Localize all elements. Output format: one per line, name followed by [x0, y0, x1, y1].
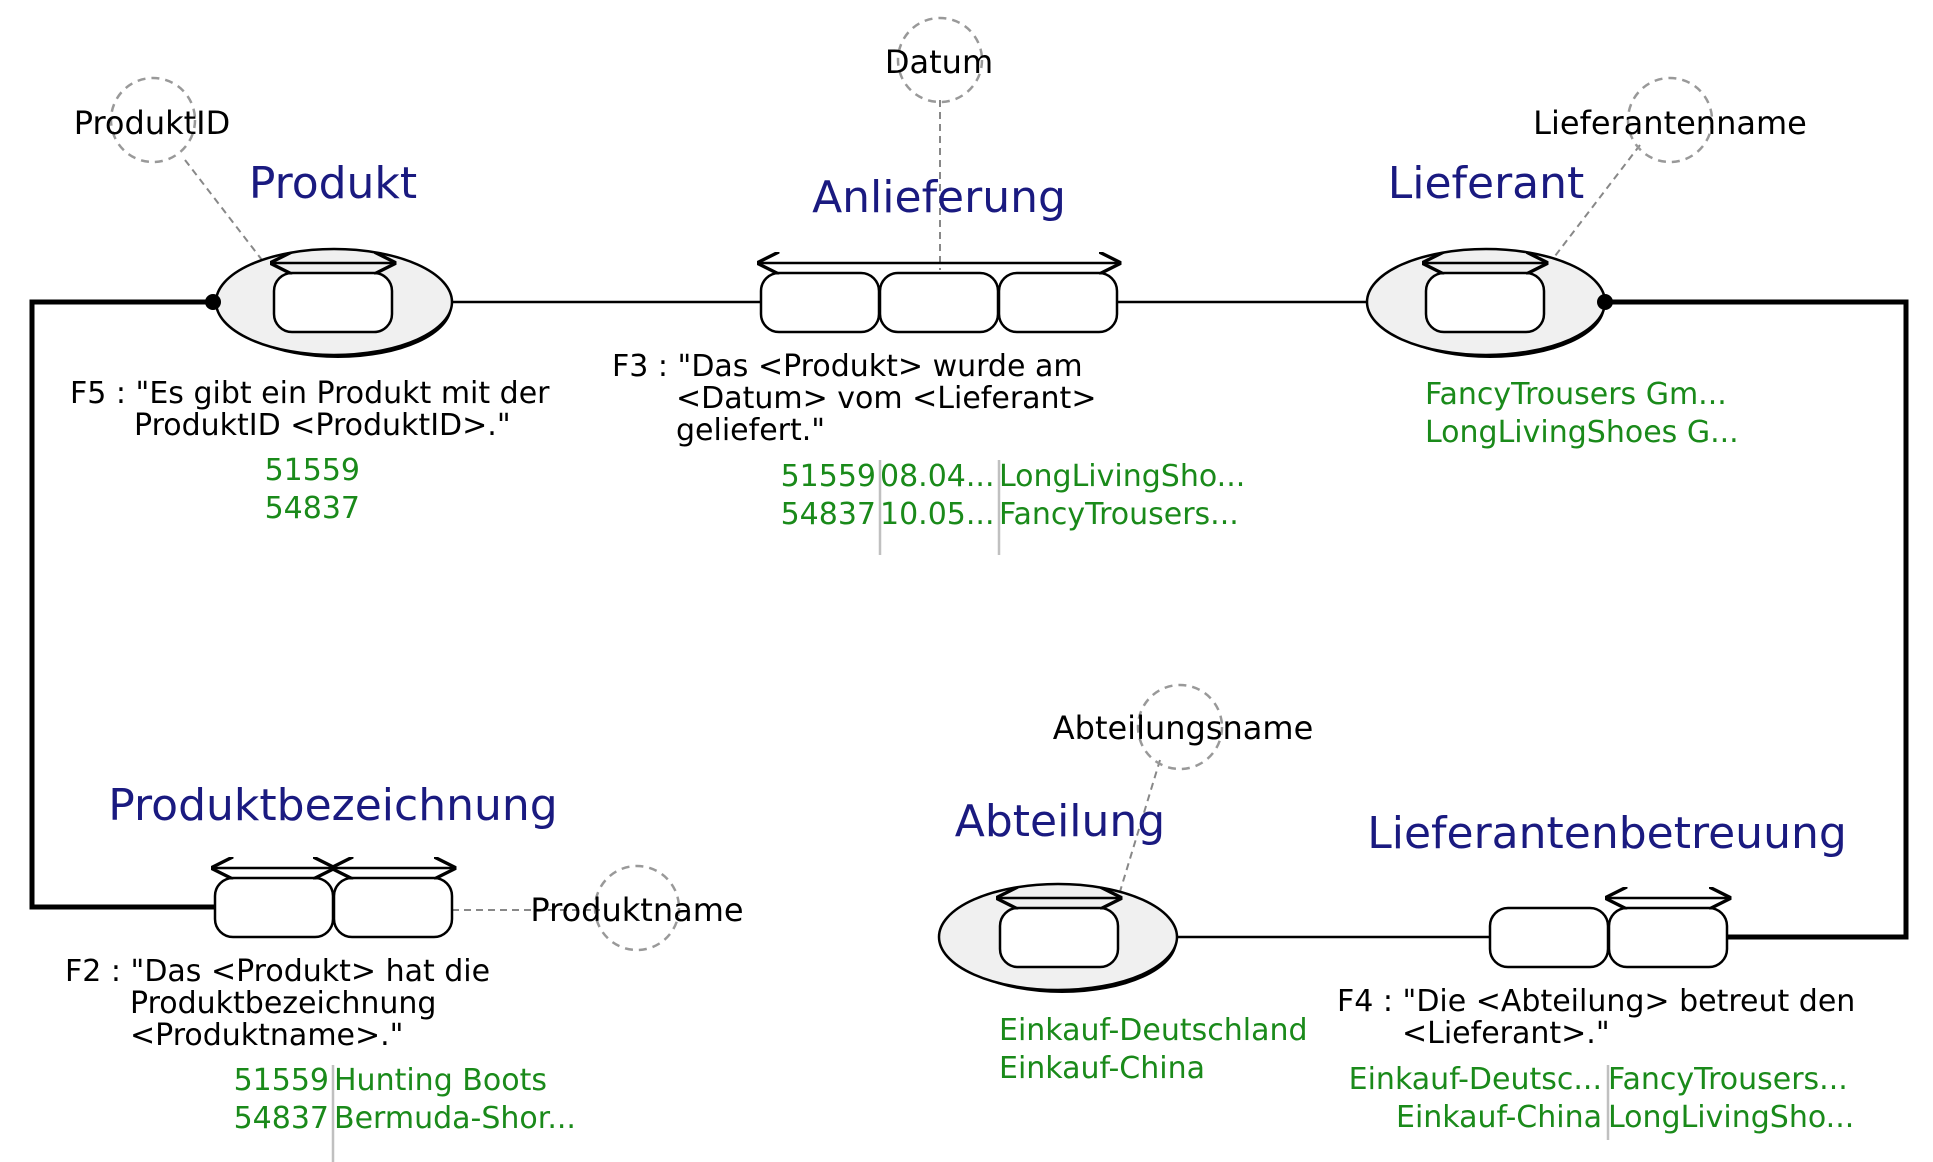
- produktbezeichnung-role-2[interactable]: [332, 876, 454, 939]
- anlieferung-pop-r2-c2: 10.05...: [880, 497, 995, 532]
- produkt-mandatory-dot: [205, 294, 221, 310]
- produktid-value-name: ProduktID: [74, 104, 231, 142]
- datum-value-name: Datum: [885, 43, 993, 81]
- fact-f5-line-1: F5 : "Es gibt ein Produkt mit der: [70, 376, 550, 411]
- lieferantenname-value-name: Lieferantenname: [1533, 104, 1807, 142]
- lieferantenname-value-circle[interactable]: [1626, 76, 1714, 164]
- fact-f2-line-1: F2 : "Das <Produkt> hat die: [65, 954, 490, 989]
- anlieferung-role-3[interactable]: [997, 271, 1119, 334]
- lieferantenbetreuung-pop-r1-c2: FancyTrousers...: [1608, 1062, 1848, 1097]
- anlieferung-pop-r1-c2: 08.04...: [880, 459, 995, 494]
- datum-value-circle[interactable]: [896, 16, 984, 104]
- uniqueness-constraints: [213, 263, 1729, 898]
- abteilung-population-1: Einkauf-Deutschland: [999, 1013, 1308, 1048]
- lieferantenbetreuung-role-1[interactable]: [1488, 906, 1610, 969]
- abteilung-identifier-role[interactable]: [998, 906, 1120, 969]
- anlieferung-pop-r1-c1: 51559: [781, 459, 876, 494]
- fact-f4-line-2: <Lieferant>.": [1402, 1016, 1610, 1051]
- lieferant-population-1: FancyTrousers Gm...: [1425, 377, 1727, 412]
- produktbezeichnung-entity-name: Produktbezeichnung: [108, 780, 557, 831]
- anlieferung-role-1[interactable]: [759, 271, 881, 334]
- produktbezeichnung-pop-r2-c2: Bermuda-Shor...: [334, 1101, 576, 1136]
- produkt-identifier-role[interactable]: [272, 271, 394, 334]
- abteilung-entity-name: Abteilung: [955, 796, 1166, 847]
- lieferantenbetreuung-pop-r2-c1: Einkauf-China: [1396, 1100, 1602, 1135]
- produktid-value-circle[interactable]: [109, 76, 197, 164]
- abteilungsname-value-name: Abteilungsname: [1053, 709, 1314, 747]
- abteilungsname-ref-line: [1114, 759, 1161, 909]
- produkt-entity-name: Produkt: [249, 158, 417, 209]
- fact-f2-line-3: <Produktname>.": [130, 1018, 403, 1053]
- value-types: [109, 16, 1714, 952]
- produkt-population-1: 51559: [265, 453, 360, 488]
- produkt-population-2: 54837: [265, 491, 360, 526]
- lieferant-mandatory-dot: [1597, 294, 1613, 310]
- anlieferung-pop-r1-c3: LongLivingSho...: [999, 459, 1245, 494]
- fact-f5-line-2: ProduktID <ProduktID>.": [134, 408, 511, 443]
- lieferantenbetreuung-pop-r2-c2: LongLivingSho...: [1608, 1100, 1854, 1135]
- produkt-to-produktbezeichnung-line: [29, 299, 215, 910]
- fact-f3-line-1: F3 : "Das <Produkt> wurde am: [612, 349, 1083, 384]
- anlieferung-entity-name: Anlieferung: [812, 172, 1066, 223]
- lieferantenbetreuung-role-2[interactable]: [1607, 906, 1729, 969]
- fact-f4-line-1: F4 : "Die <Abteilung> betreut den: [1337, 984, 1855, 1019]
- produktbezeichnung-pop-r1-c1: 51559: [234, 1063, 329, 1098]
- lieferant-identifier-role[interactable]: [1424, 271, 1546, 334]
- produktname-value-circle[interactable]: [593, 864, 681, 952]
- produktbezeichnung-role-1[interactable]: [213, 876, 335, 939]
- abteilung-population-2: Einkauf-China: [999, 1051, 1205, 1086]
- produktbezeichnung-pop-r2-c1: 54837: [234, 1101, 329, 1136]
- lieferantenbetreuung-entity-name: Lieferantenbetreuung: [1367, 808, 1847, 859]
- population-separators: [331, 460, 1610, 1162]
- lieferant-to-lieferantenbetreuung-line: [1605, 299, 1909, 940]
- fact-f3-line-2: <Datum> vom <Lieferant>: [676, 381, 1096, 416]
- abteilungsname-value-circle[interactable]: [1136, 683, 1224, 771]
- reference-lines: [184, 100, 1641, 911]
- anlieferung-pop-r2-c1: 54837: [781, 497, 876, 532]
- lieferantenbetreuung-pop-r1-c1: Einkauf-Deutsc...: [1349, 1062, 1602, 1097]
- anlieferung-pop-r2-c3: FancyTrousers...: [999, 497, 1239, 532]
- lieferant-population-2: LongLivingShoes G...: [1425, 415, 1739, 450]
- anlieferung-role-2[interactable]: [878, 271, 1000, 334]
- role-boxes: [213, 271, 1729, 969]
- fact-f3-line-3: geliefert.": [676, 413, 825, 448]
- produktbezeichnung-pop-r1-c2: Hunting Boots: [334, 1063, 547, 1098]
- produktname-value-name: Produktname: [530, 891, 743, 929]
- lieferantenname-ref-line: [1541, 144, 1641, 274]
- lieferant-entity-name: Lieferant: [1388, 158, 1585, 209]
- fact-f2-line-2: Produktbezeichnung: [130, 986, 436, 1021]
- connector-lines: [29, 299, 1909, 940]
